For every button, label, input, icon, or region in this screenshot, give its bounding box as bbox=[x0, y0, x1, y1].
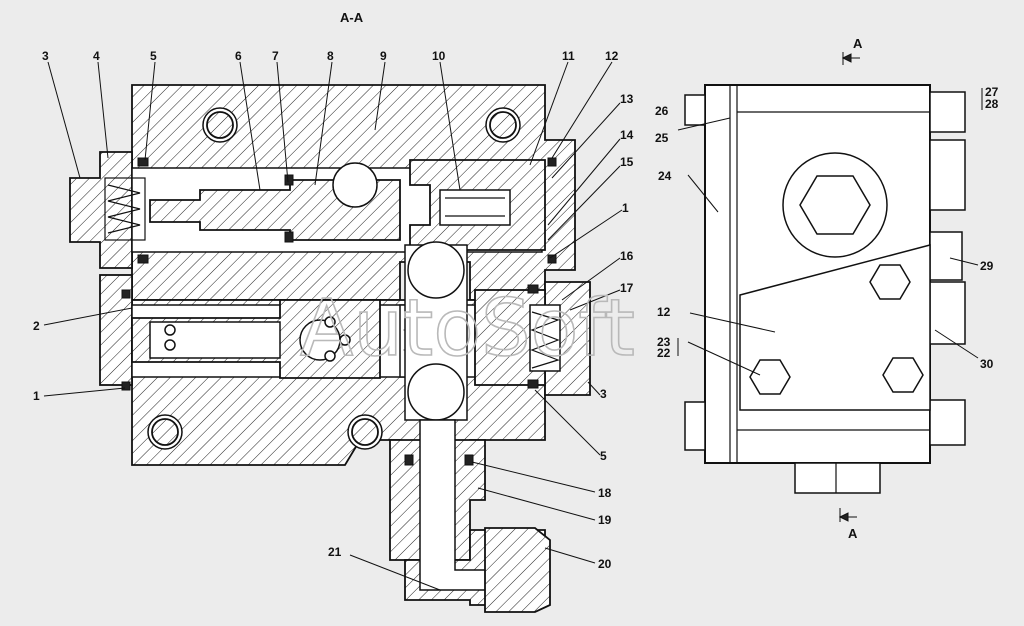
callout: 26 bbox=[655, 104, 669, 118]
callout: 9 bbox=[380, 49, 387, 63]
callout: 1 bbox=[622, 201, 629, 215]
callout: 19 bbox=[598, 513, 612, 527]
callout: 17 bbox=[620, 281, 634, 295]
section-title: A-A bbox=[340, 10, 364, 25]
callout: 27 bbox=[985, 85, 999, 99]
callout: 16 bbox=[620, 249, 634, 263]
callout: 4 bbox=[93, 49, 100, 63]
left-bolt bbox=[684, 401, 706, 451]
callout: 2 bbox=[33, 319, 40, 333]
callout: 12 bbox=[657, 305, 671, 319]
right-block bbox=[929, 231, 963, 281]
callout: 24 bbox=[658, 169, 672, 183]
upper-spring bbox=[104, 177, 146, 241]
screw-hex bbox=[749, 359, 791, 395]
section-mark-top: A bbox=[853, 36, 863, 51]
right-bolt bbox=[929, 399, 966, 446]
cap-nut-20 bbox=[484, 527, 551, 613]
side-view bbox=[684, 52, 966, 522]
seals bbox=[121, 157, 557, 466]
callout: 7 bbox=[272, 49, 279, 63]
section-view bbox=[69, 84, 591, 613]
screw-hex bbox=[882, 357, 924, 393]
callout: 18 bbox=[598, 486, 612, 500]
bolt bbox=[151, 418, 179, 446]
leader-lines bbox=[43, 61, 983, 591]
callout-labels: 3 4 5 6 7 8 9 10 11 12 13 14 15 1 16 17 … bbox=[33, 49, 999, 571]
bolt bbox=[206, 111, 234, 139]
right-block bbox=[929, 139, 966, 211]
callout: 5 bbox=[600, 449, 607, 463]
callout: 3 bbox=[42, 49, 49, 63]
left-cap-upper bbox=[69, 151, 133, 269]
callout: 5 bbox=[150, 49, 157, 63]
check-valve-lines bbox=[445, 197, 505, 217]
callout: 20 bbox=[598, 557, 612, 571]
section-mark-bottom: A bbox=[848, 526, 858, 541]
upper-port bbox=[332, 162, 378, 208]
callout: 14 bbox=[620, 128, 634, 142]
callout: 8 bbox=[327, 49, 334, 63]
bolt bbox=[489, 111, 517, 139]
callout: 13 bbox=[620, 92, 634, 106]
bolt bbox=[351, 418, 379, 446]
plug-hex bbox=[799, 175, 871, 235]
channel-ball-upper bbox=[407, 241, 465, 299]
callout: 29 bbox=[980, 259, 994, 273]
screw-hex bbox=[869, 264, 911, 300]
bottom-block bbox=[794, 462, 881, 494]
callout: 12 bbox=[605, 49, 619, 63]
callout: 11 bbox=[562, 49, 575, 63]
callout: 3 bbox=[600, 387, 607, 401]
callout: 6 bbox=[235, 49, 242, 63]
check-valve-cavity bbox=[439, 189, 511, 226]
callout: 1 bbox=[33, 389, 40, 403]
callout: 30 bbox=[980, 357, 994, 371]
callout: 23 bbox=[657, 335, 671, 349]
callout: 22 bbox=[657, 346, 671, 360]
callout: 28 bbox=[985, 97, 999, 111]
left-bolt bbox=[684, 94, 706, 126]
callout: 21 bbox=[328, 545, 342, 559]
watermark: AutoSoft bbox=[300, 284, 635, 374]
callout: 25 bbox=[655, 131, 669, 145]
right-bolt bbox=[929, 91, 966, 133]
callout: 10 bbox=[432, 49, 446, 63]
right-block bbox=[929, 281, 966, 345]
callout: 15 bbox=[620, 155, 634, 169]
